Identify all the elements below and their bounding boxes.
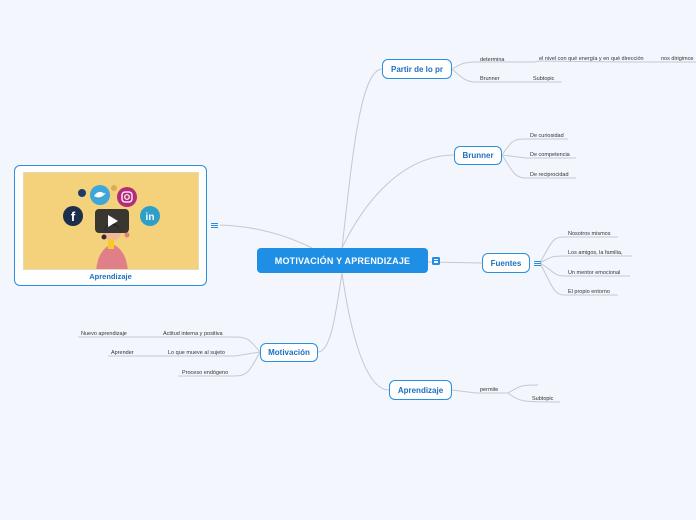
subtopic-placeholder[interactable]: Subtopic: [532, 396, 553, 402]
subtopic-determina[interactable]: determina: [480, 57, 504, 63]
subtopic-mentor-emocional[interactable]: Un mentor emocional: [568, 270, 620, 276]
topic-partir[interactable]: Partir de lo pr: [382, 59, 452, 79]
subtopic-nos-dirigimos[interactable]: nos dirigimos: [661, 56, 693, 62]
topic-brunner-label: Brunner: [462, 151, 493, 160]
topic-partir-label: Partir de lo pr: [391, 65, 443, 74]
note-icon[interactable]: [432, 257, 440, 265]
subtopic-proceso-endogeno[interactable]: Proceso endógeno: [182, 370, 228, 376]
subtopic-placeholder[interactable]: Subtopic: [533, 76, 554, 82]
subtopic-reciprocidad[interactable]: De reciprocidad: [530, 172, 569, 178]
subtopic-brunner[interactable]: Brunner: [480, 76, 500, 82]
collapse-icon[interactable]: [534, 261, 541, 266]
subtopic-actitud-interna[interactable]: Actitud interna y positiva: [163, 331, 223, 337]
subtopic-nosotros-mismos[interactable]: Nosotros mismos: [568, 231, 610, 237]
topic-aprendizaje-label: Aprendizaje: [398, 386, 443, 395]
topic-brunner[interactable]: Brunner: [454, 146, 502, 165]
topic-aprendizaje[interactable]: Aprendizaje: [389, 380, 452, 400]
topic-motivacion[interactable]: Motivación: [260, 343, 318, 362]
image-topic-caption: Aprendizaje: [15, 272, 206, 281]
subtopic-permite[interactable]: permite: [480, 387, 498, 393]
subtopic-nivel-energia[interactable]: el nivel con qué energía y en qué direcc…: [539, 56, 644, 62]
svg-text:in: in: [146, 212, 155, 223]
subtopic-propio-entorno[interactable]: El propio entorno: [568, 289, 610, 295]
subtopic-mueve-sujeto[interactable]: Lo que mueve al sujeto: [168, 350, 225, 356]
instagram-icon: [117, 187, 137, 207]
image-topic-card[interactable]: f in Aprendizaje: [14, 165, 207, 286]
svg-text:f: f: [71, 209, 76, 224]
subtopic-nuevo-aprendizaje[interactable]: Nuevo aprendizaje: [81, 331, 127, 337]
central-topic-label: MOTIVACIÓN Y APRENDIZAJE: [275, 256, 411, 266]
topic-fuentes[interactable]: Fuentes: [482, 253, 530, 273]
social-media-illustration: f in: [23, 172, 199, 270]
collapse-icon[interactable]: [211, 223, 218, 228]
topic-fuentes-label: Fuentes: [491, 259, 522, 268]
central-topic[interactable]: MOTIVACIÓN Y APRENDIZAJE: [257, 248, 428, 273]
subtopic-aprender[interactable]: Aprender: [111, 350, 134, 356]
topic-motivacion-label: Motivación: [268, 348, 310, 357]
subtopic-amigos-familia[interactable]: Los amigos, la familia,: [568, 250, 622, 256]
subtopic-competencia[interactable]: De competencia: [530, 152, 570, 158]
subtopic-curiosidad[interactable]: De curiosidad: [530, 133, 564, 139]
